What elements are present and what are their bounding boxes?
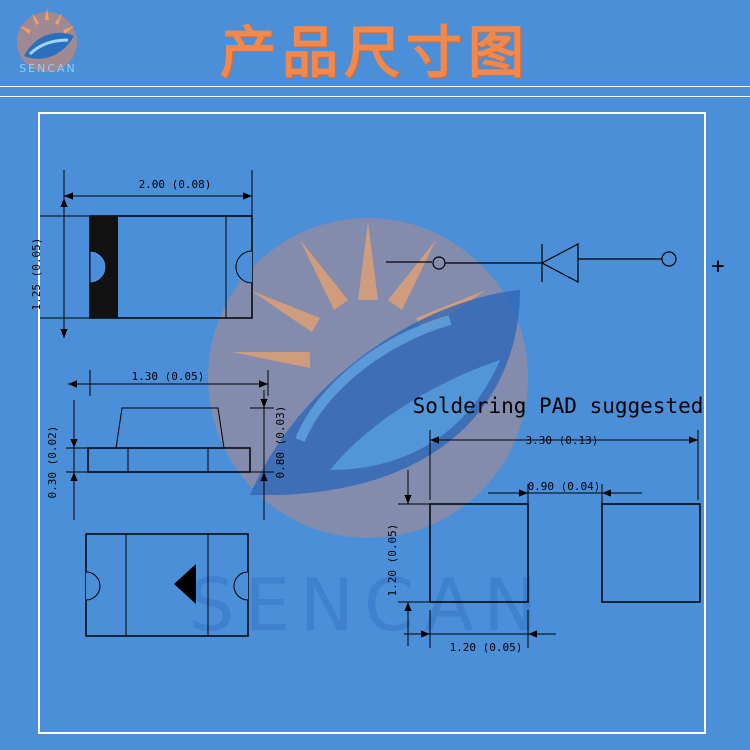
top-view [40, 170, 253, 338]
pad-gap-label: 0.90 (0.04) [528, 480, 601, 493]
pad-width-label: 1.20 (0.05) [450, 641, 523, 654]
header-divider-top [0, 86, 750, 87]
plus-sign: + [711, 254, 724, 279]
watermark-logo-icon [208, 218, 528, 538]
sencan-logo-icon [17, 8, 77, 72]
drawing-frame [38, 112, 706, 734]
top-length-label: 2.00 (0.08) [139, 178, 212, 191]
pad-height-label: 1.20 (0.05) [386, 524, 399, 597]
diode-symbol [386, 243, 677, 283]
top-width-label: 1.25 (0.05) [30, 238, 43, 311]
pad-total-label: 3.30 (0.13) [526, 434, 599, 447]
side-view [66, 370, 274, 520]
side-height-label: 0.80 (0.03) [274, 406, 287, 479]
bottom-view [85, 533, 249, 637]
soldering-pad [398, 430, 701, 648]
polarity-mark-icon [174, 564, 196, 604]
page-title: 产品尺寸图 [220, 21, 530, 86]
logo-text: SENCAN [19, 62, 77, 75]
side-base-label: 0.30 (0.02) [46, 426, 59, 499]
header-divider-bottom [0, 96, 750, 97]
pad-heading: Soldering PAD suggested [413, 394, 704, 418]
side-lead-label: 1.30 (0.05) [132, 370, 205, 383]
